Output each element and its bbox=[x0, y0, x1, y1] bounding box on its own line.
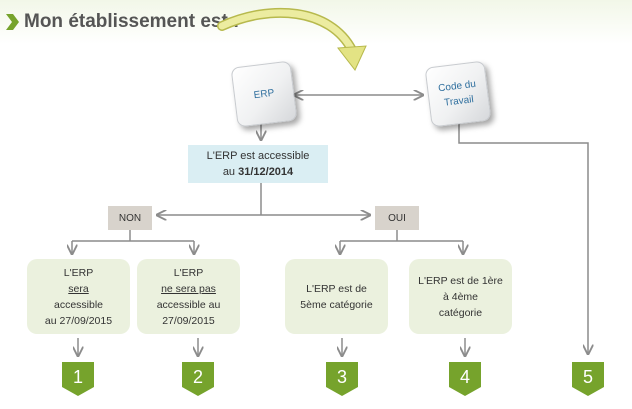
pentagon-badge-icon bbox=[182, 362, 214, 396]
case-1-line1: L'ERP sera bbox=[64, 265, 93, 297]
outcome-number: 2 bbox=[192, 367, 203, 387]
case-2-line3: 27/09/2015 bbox=[162, 314, 215, 327]
case-box-2: L'ERP ne sera pas accessible au 27/09/20… bbox=[137, 259, 240, 334]
pentagon-badge-icon bbox=[572, 362, 604, 396]
case-2-line1-underlined: ne sera pas bbox=[161, 282, 216, 295]
pentagon-badge-icon bbox=[326, 362, 358, 396]
outcome-number: 5 bbox=[582, 367, 593, 387]
case-4-line2: à 4ème bbox=[442, 290, 479, 303]
outcome-badge-5: 5 bbox=[571, 361, 605, 397]
pentagon-badge-icon bbox=[449, 362, 481, 396]
curved-yellow-arrow bbox=[217, 7, 367, 71]
erp-label: ERP bbox=[253, 87, 275, 101]
outcome-number: 1 bbox=[72, 367, 83, 387]
code-label-line2: Travail bbox=[443, 94, 475, 109]
question-date: 31/12/2014 bbox=[238, 166, 294, 178]
outcome-badge-2: 2 bbox=[181, 361, 215, 397]
case-3-line1: L'ERP est de bbox=[306, 282, 367, 295]
answer-oui: OUI bbox=[375, 206, 419, 230]
code-du-travail-tile: Code du Travail bbox=[424, 60, 492, 128]
case-box-4: L'ERP est de 1ère à 4ème catégorie bbox=[409, 259, 512, 334]
outcome-badge-1: 1 bbox=[61, 361, 95, 397]
outcome-badge-4: 4 bbox=[448, 361, 482, 397]
chevron-right-icon bbox=[6, 14, 19, 30]
case-1-line2: accessible bbox=[53, 298, 104, 311]
case-1-line1-prefix: L'ERP bbox=[63, 266, 94, 279]
case-3-line2: 5ème catégorie bbox=[300, 298, 373, 311]
case-2-line1: L'ERP ne sera pas bbox=[161, 265, 216, 297]
code-label-line1: Code du bbox=[437, 78, 477, 95]
case-4-line1: L'ERP est de 1ère bbox=[418, 274, 503, 287]
page-title: Mon établissement est : bbox=[24, 11, 240, 32]
erp-tile: ERP bbox=[230, 60, 298, 128]
outcome-number: 4 bbox=[459, 367, 470, 387]
case-2-line2: accessible au bbox=[156, 298, 221, 311]
answer-non: NON bbox=[108, 206, 152, 230]
question-line2-prefix: au bbox=[222, 166, 239, 178]
pentagon-badge-icon bbox=[62, 362, 94, 396]
case-4-line3: catégorie bbox=[438, 306, 483, 319]
case-1-line1-underlined: sera bbox=[68, 282, 89, 295]
case-box-3: L'ERP est de 5ème catégorie bbox=[285, 259, 388, 334]
question-line1: L'ERP est accessible bbox=[206, 150, 310, 162]
accessibility-question-box: L'ERP est accessible au 31/12/2014 bbox=[188, 145, 328, 183]
outcome-badge-3: 3 bbox=[325, 361, 359, 397]
case-1-line3: au 27/09/2015 bbox=[44, 314, 113, 327]
case-box-1: L'ERP sera accessible au 27/09/2015 bbox=[27, 259, 130, 334]
case-2-line1-prefix: L'ERP bbox=[173, 266, 204, 279]
outcome-number: 3 bbox=[336, 367, 347, 387]
question-line2: au 31/12/2014 bbox=[223, 164, 293, 180]
